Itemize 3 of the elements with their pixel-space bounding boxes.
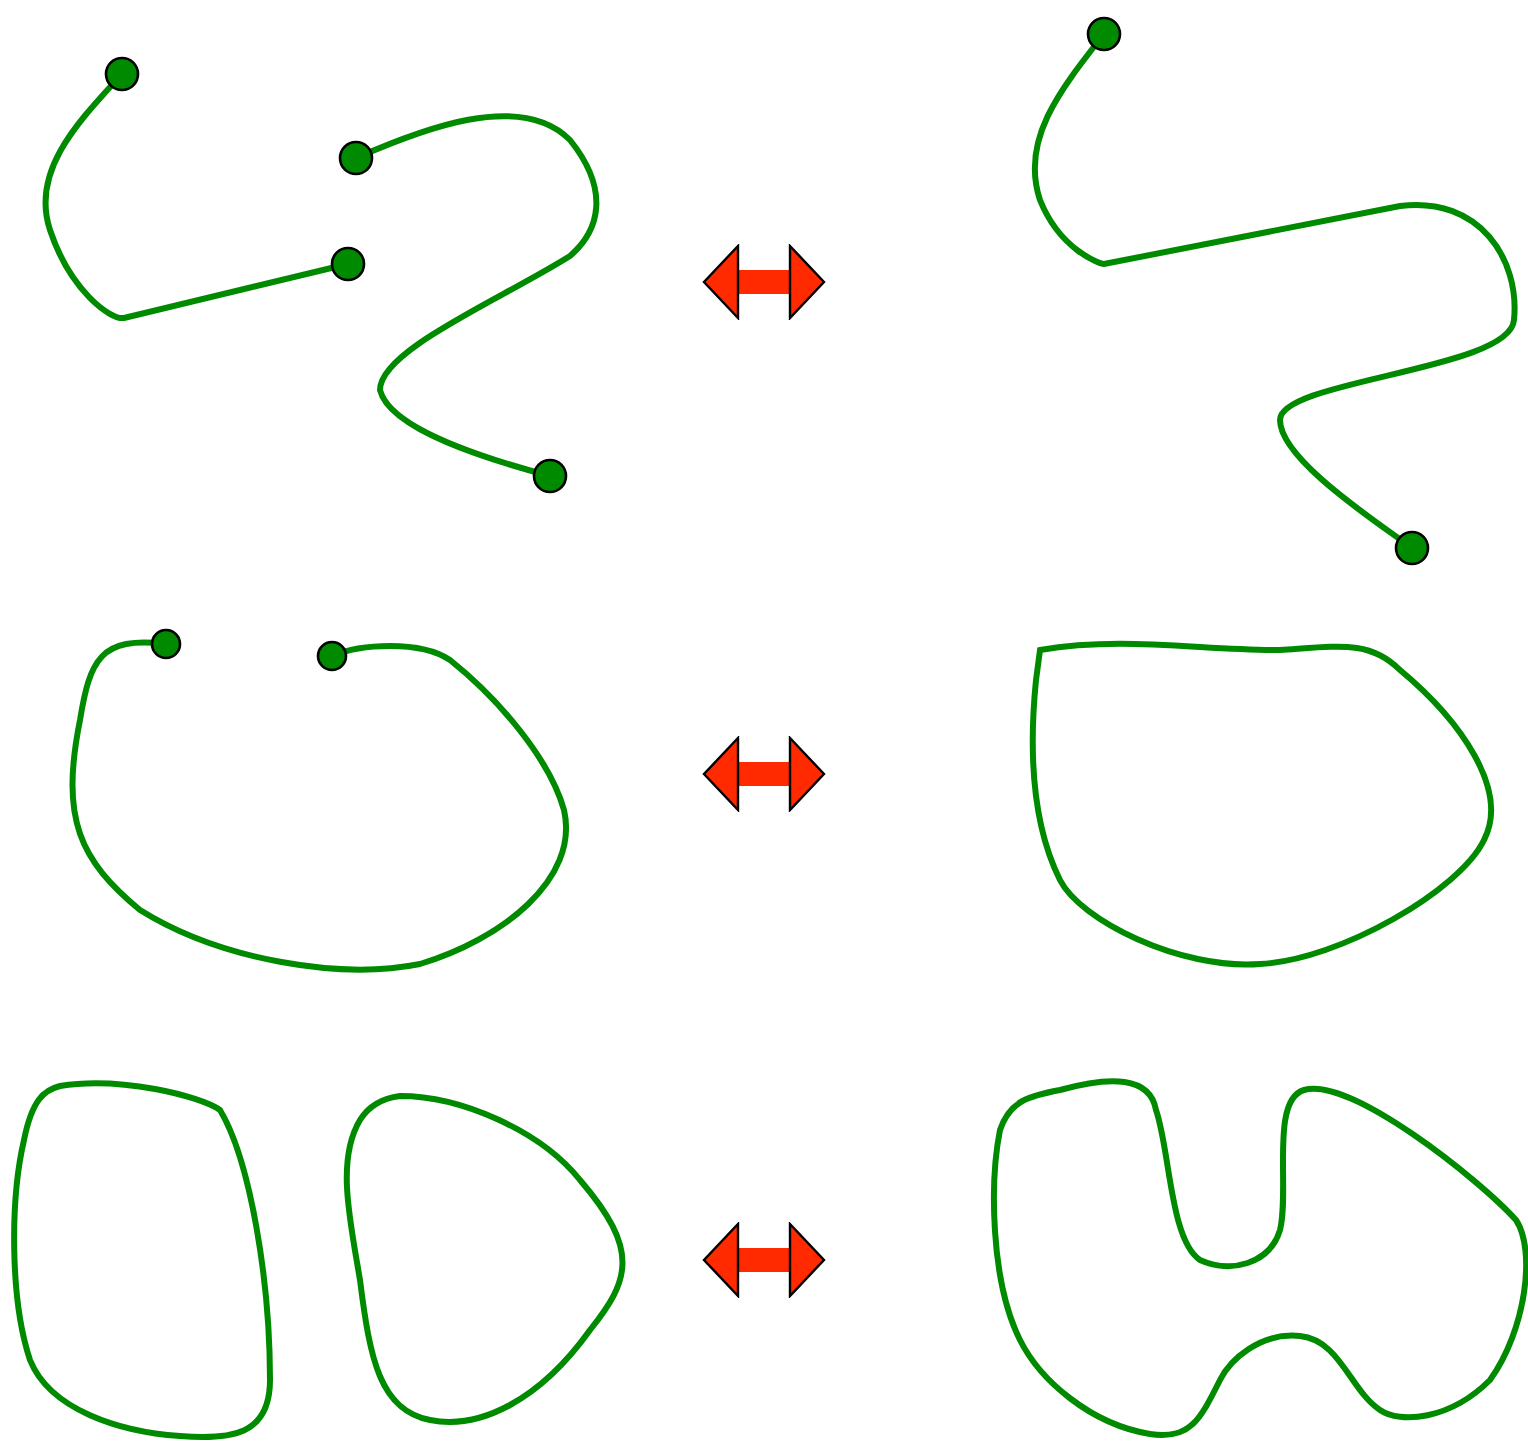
double-arrow [702,1222,826,1298]
double-arrow [702,244,826,320]
double-arrow [702,736,826,812]
